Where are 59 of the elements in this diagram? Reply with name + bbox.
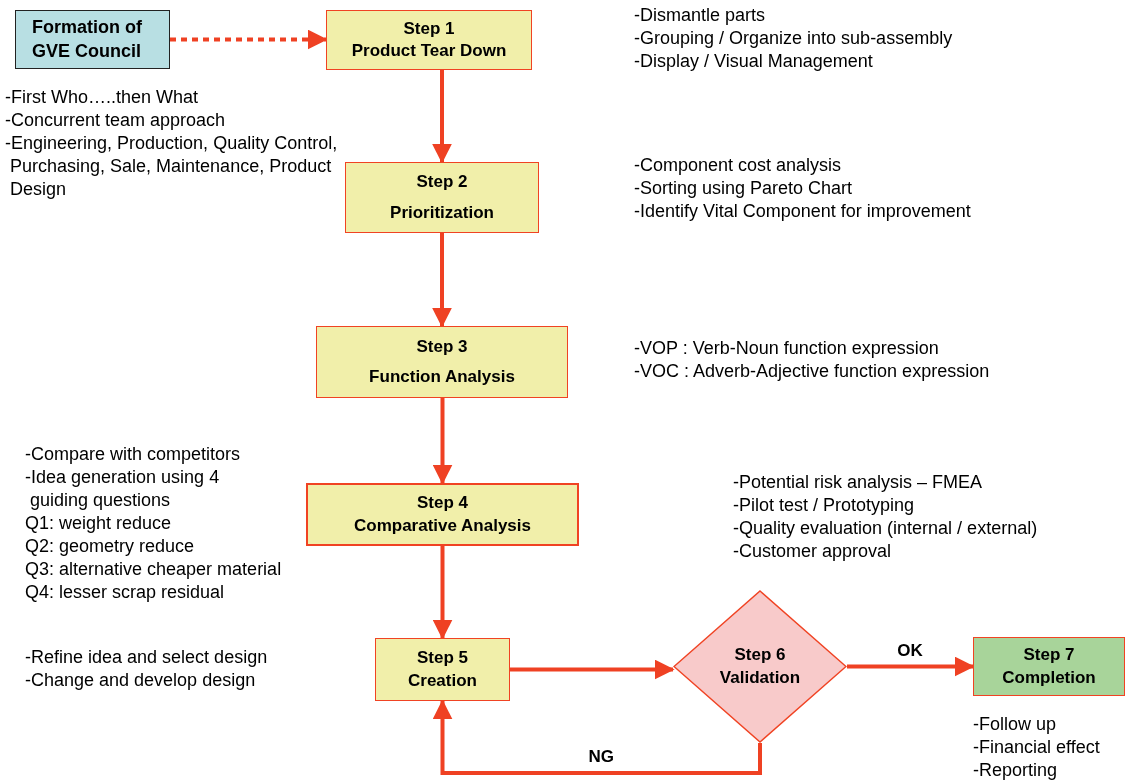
step-number: Step 5 <box>417 647 468 670</box>
note-text: -VOP : Verb-Noun function expression <box>634 337 939 360</box>
arrow <box>510 659 675 680</box>
process-box <box>306 483 579 546</box>
step-title: Function Analysis <box>369 366 515 388</box>
note-text: -Display / Visual Management <box>634 50 873 73</box>
process-box <box>316 326 568 398</box>
note-text: -Pilot test / Prototyping <box>733 494 915 517</box>
arrow <box>432 546 453 640</box>
step-number: Step 2 <box>416 171 468 194</box>
note-text: -Reporting <box>973 759 1058 782</box>
note-text: -Sorting using Pareto Chart <box>634 177 853 200</box>
note-text: -Concurrent team approach <box>5 109 226 132</box>
step-title: Prioritization <box>390 201 494 224</box>
step-title: Validation <box>719 666 801 689</box>
step-number: Step 7 <box>1023 644 1075 667</box>
step-title: Completion <box>1002 666 1096 689</box>
arrow <box>170 29 328 50</box>
process-box <box>345 162 539 233</box>
arrow <box>432 233 452 328</box>
note-text: -Grouping / Organize into sub-assembly <box>634 27 953 50</box>
note-text: -Financial effect <box>973 736 1100 759</box>
step-number: Step 6 <box>734 644 786 667</box>
note-text: -Idea generation using 4 guiding questions <box>25 466 221 512</box>
note-text: -Customer approval <box>733 540 892 563</box>
arrow <box>432 699 762 775</box>
note-text: -Change and develop design <box>25 669 256 692</box>
note-text: Q1: weight reduce <box>25 512 172 535</box>
note-text: -First Who…..then What <box>5 86 199 109</box>
step-title: Product Tear Down <box>351 40 507 62</box>
note-text: -VOC : Adverb-Adjective function expression <box>634 360 990 383</box>
note-text: -Quality evaluation (internal / external) <box>733 517 1038 540</box>
note-text: -Potential risk analysis – FMEA <box>733 471 983 494</box>
process-box <box>973 637 1125 696</box>
note-text: -Compare with competitors <box>25 443 241 466</box>
step-number: Step 3 <box>416 335 468 358</box>
note-text: -Follow up <box>973 713 1057 736</box>
note-text: -Component cost analysis <box>634 154 842 177</box>
step-number: Step 4 <box>417 492 468 515</box>
box-title: Formation of GVE Council <box>32 16 143 63</box>
note-text: Q3: alternative cheaper material <box>25 558 282 581</box>
note-text: Q2: geometry reduce <box>25 535 195 558</box>
process-box <box>375 638 510 701</box>
step-number: Step 1 <box>403 17 455 40</box>
arrow <box>432 70 452 164</box>
arrow <box>847 656 975 677</box>
note-text: -Engineering, Production, Quality Control, Purchasing, Sale, Maintenance, Product Design <box>5 132 339 201</box>
note-text: Q4: lesser scrap residual <box>25 581 225 604</box>
start-box <box>15 10 170 69</box>
note-text: -Identify Vital Component for improvement <box>634 200 971 223</box>
step-title: Creation <box>408 669 477 692</box>
edge-label: NG <box>588 747 614 766</box>
edge-label: OK <box>897 640 923 660</box>
note-text: -Dismantle parts <box>634 4 766 27</box>
step-title: Comparative Analysis <box>354 514 531 537</box>
process-box <box>326 10 532 70</box>
decision-diamond <box>673 590 847 743</box>
note-text: -Refine idea and select design <box>25 646 268 669</box>
arrow <box>432 398 453 485</box>
